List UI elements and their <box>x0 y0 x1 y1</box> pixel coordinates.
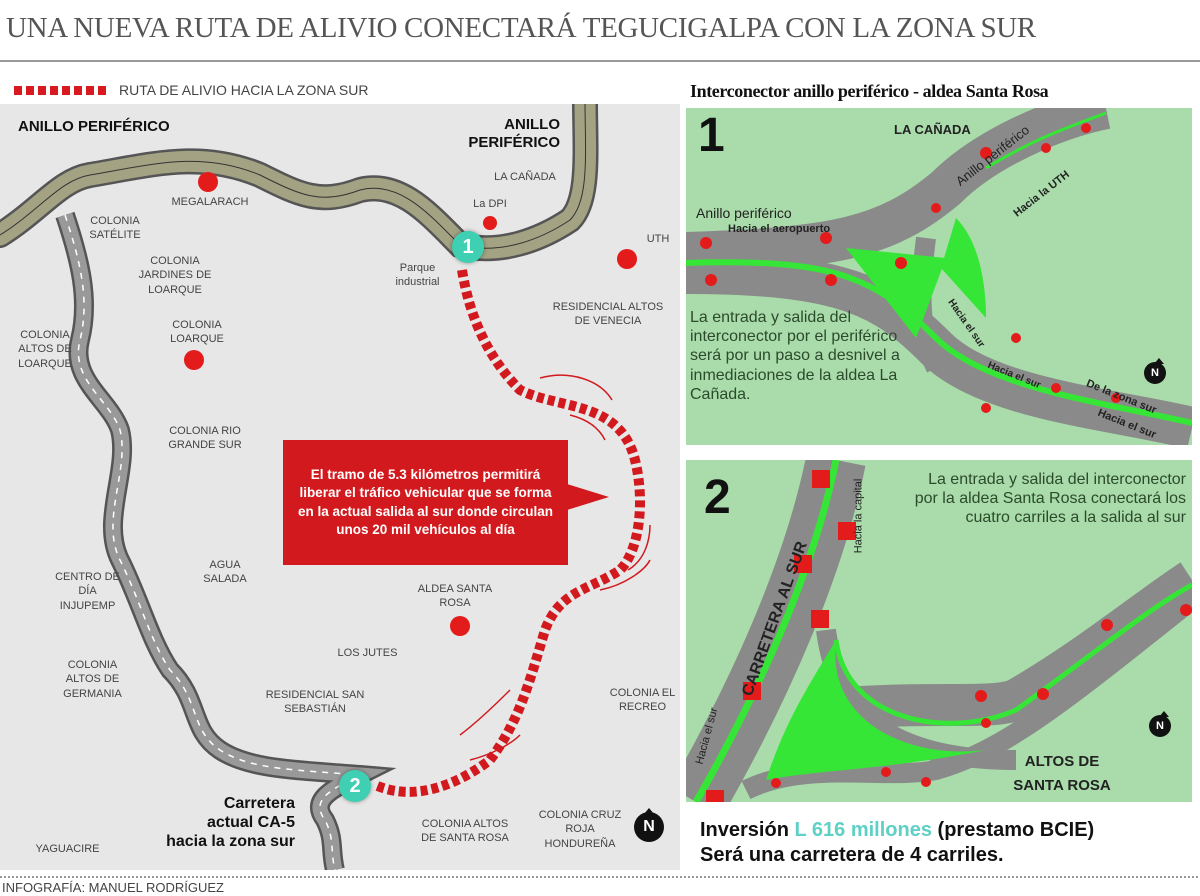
callout-box: El tramo de 5.3 kilómetros permitirá lib… <box>283 440 568 565</box>
place-agua-salada: AGUA SALADA <box>203 559 247 586</box>
place-colonia-rio-grande: COLONIA RIO GRANDE SUR <box>168 425 242 452</box>
traffic-arrows <box>700 123 1121 413</box>
credit: INFOGRAFÍA: MANUEL RODRÍGUEZ <box>2 880 224 895</box>
traffic-arrows <box>706 470 1192 802</box>
place-los-jutes: LOS JUTES <box>337 647 398 659</box>
ca5-line-3: hacia la zona sur <box>166 833 295 851</box>
place-parque-industrial: Parque industrial <box>395 262 440 289</box>
panel-2-place: ALTOS DE SANTA ROSA <box>1013 753 1111 794</box>
place-residencial-san-sebastian: RESIDENCIAL SAN SEBASTIÁN <box>265 689 365 716</box>
investment-summary: Inversión L 616 millones (prestamo BCIE)… <box>700 818 1094 868</box>
panel-1-number: 1 <box>698 109 725 162</box>
legend: RUTA DE ALIVIO HACIA LA ZONA SUR <box>14 82 368 98</box>
investment-label: Inversión <box>700 819 789 841</box>
place-dot <box>617 249 637 269</box>
place-colonia-altos-loarque: COLONIA ALTOS DE LOARQUE <box>18 329 72 370</box>
investment-source: (prestamo BCIE) <box>937 819 1095 841</box>
route-map: ANILLO PERIFÉRICO ANILLO PERIFÉRICO MEGA… <box>0 104 680 870</box>
label-anillo-periferico-left: Anillo periférico <box>696 205 792 221</box>
place-colonia-altos-santa-rosa: COLONIA ALTOS DE SANTA ROSA <box>421 818 509 845</box>
direction-arrows <box>459 374 651 761</box>
place-dot <box>198 172 218 192</box>
place-dot <box>450 616 470 636</box>
place-residencial-venecia: RESIDENCIAL ALTOS DE VENECIA <box>552 301 664 328</box>
place-megalarach: MEGALARACH <box>171 196 249 208</box>
place-la-canada: LA CAÑADA <box>494 171 556 183</box>
interchange-2-diagram <box>686 460 1192 802</box>
place-centro-injupemp: CENTRO DE DÍA INJUPEMP <box>55 571 120 612</box>
place-la-dpi: La DPI <box>473 198 507 210</box>
footer-divider <box>0 876 1200 878</box>
interconnector-title: Interconector anillo periférico - aldea … <box>690 81 1049 101</box>
place-dot <box>483 216 497 230</box>
place-dot <box>184 350 204 370</box>
title-divider <box>0 60 1200 62</box>
callout-text: El tramo de 5.3 kilómetros permitirá lib… <box>297 467 554 537</box>
legend-label: RUTA DE ALIVIO HACIA LA ZONA SUR <box>119 82 369 98</box>
place-colonia-loarque: COLONIA LOARQUE <box>170 319 224 346</box>
anillo-line-1: ANILLO <box>504 116 560 133</box>
north-icon: N <box>1144 358 1166 384</box>
place-colonia-jardines: COLONIA JARDINES DE LOARQUE <box>138 255 212 296</box>
ca5-line-1: Carretera <box>223 795 295 812</box>
anillo-periferico-label: ANILLO PERIFÉRICO <box>18 118 170 135</box>
north-icon: N <box>634 808 664 842</box>
panel-2: 2 CARRETERA AL SUR Hacia la capital Haci… <box>686 460 1192 802</box>
place-yaguacire: YAGUACIRE <box>35 843 100 855</box>
anillo-line-2: PERIFÉRICO <box>468 134 560 151</box>
ca5-line-2: actual CA-5 <box>206 814 295 832</box>
anillo-periferico-label-right: ANILLO PERIFÉRICO <box>460 116 560 152</box>
place-uth: UTH <box>646 233 670 245</box>
relief-route <box>373 269 645 797</box>
ca5-label: Carretera actual CA-5 hacia la zona sur <box>140 794 295 852</box>
label-hacia-aeropuerto: Hacia el aeropuerto <box>728 223 831 235</box>
place-colonia-germania: COLONIA ALTOS DE GERMANIA <box>63 659 122 700</box>
route-dash-swatch <box>14 85 109 95</box>
callout-pointer <box>567 484 609 510</box>
investment-amount: L 616 millones <box>794 819 932 841</box>
pin-2: 2 <box>339 770 371 802</box>
panel-2-number: 2 <box>704 471 731 524</box>
label-hacia-la-capital: Hacia la capital <box>852 478 865 554</box>
pin-1: 1 <box>452 231 484 263</box>
place-colonia-satelite: COLONIA SATÉLITE <box>89 215 141 242</box>
investment-line: Inversión L 616 millones (prestamo BCIE) <box>700 818 1094 843</box>
north-icon: N <box>1149 711 1171 737</box>
panel-1: 1 LA CAÑADA Anillo periférico Anillo per… <box>686 108 1192 445</box>
interchange-1-diagram <box>686 108 1192 445</box>
place-colonia-cruz-roja: COLONIA CRUZ ROJA HONDUREÑA <box>538 809 622 850</box>
panel-1-place: LA CAÑADA <box>894 122 971 137</box>
map-roads <box>0 104 651 870</box>
panel-1-description: La entrada y salida del interconector po… <box>690 309 900 403</box>
place-colonia-recreo: COLONIA EL RECREO <box>609 687 676 714</box>
place-aldea-santa-rosa: ALDEA SANTA ROSA <box>417 583 493 610</box>
lanes-line: Será una carretera de 4 carriles. <box>700 844 1004 866</box>
page-title: UNA NUEVA RUTA DE ALIVIO CONECTARÁ TEGUC… <box>6 12 1036 44</box>
panel-2-description: La entrada y salida del interconector po… <box>914 471 1186 527</box>
